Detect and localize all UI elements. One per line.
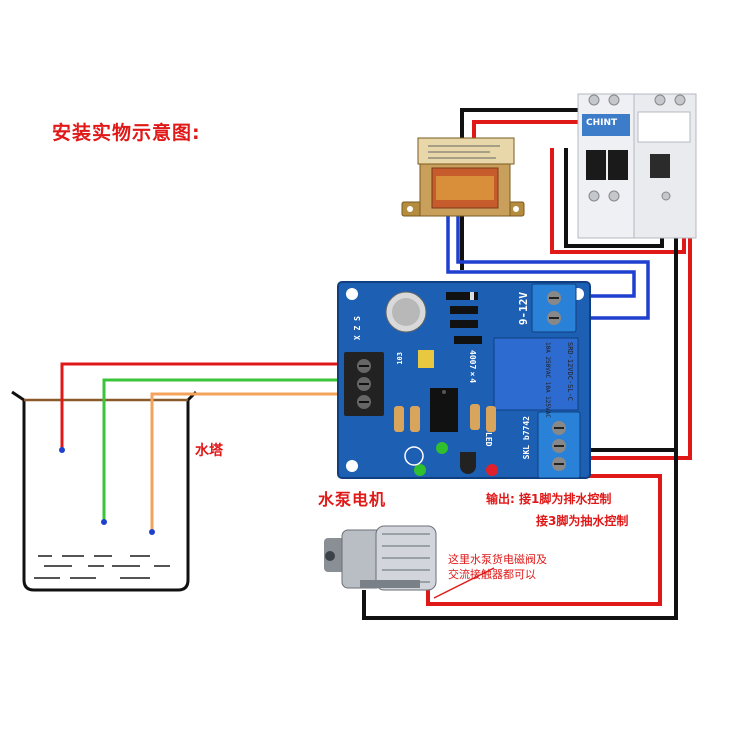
pump-wire-red [426, 474, 662, 606]
resistor-label: 103 [396, 352, 404, 365]
diode [446, 292, 478, 300]
transistor [460, 452, 476, 474]
diode [454, 336, 482, 344]
ic-chip [430, 388, 458, 432]
relay-model-label: SRD-12VDC-SL-C [566, 342, 574, 402]
diode-label: 4007×4 [468, 350, 477, 384]
water-tank-icon [11, 390, 198, 592]
transformer-wire-blue-2 [456, 205, 650, 320]
breaker-brand: CHINT [586, 118, 618, 128]
diagram-title: 安装实物示意图: [52, 122, 201, 144]
red-led [486, 464, 498, 476]
resistor [470, 404, 480, 430]
load-note-line2: 交流接触器都可以 [448, 568, 536, 581]
probe-wire-green [101, 378, 356, 525]
green-led [436, 442, 448, 454]
breaker-wire-red-output [580, 205, 692, 460]
probe-wire-orange [149, 392, 356, 535]
control-board [337, 281, 591, 479]
water-tower-label: 水塔 [195, 443, 223, 459]
resistor [410, 406, 420, 432]
circuit-breaker-icon [577, 93, 697, 239]
led-label: LED [484, 432, 493, 447]
power-terminal [531, 283, 577, 333]
output-note-line2: 接3脚为抽水控制 [536, 514, 629, 528]
pump-motor-label: 水泵电机 [318, 490, 387, 509]
relay [493, 337, 579, 411]
voltage-label: 9-12V [517, 292, 530, 326]
load-note-line1: 这里水泵货电磁阀及 [448, 553, 547, 566]
output-note-line1: 输出: 接1脚为排水控制 [486, 492, 612, 506]
transformer-wire-blue-1 [446, 205, 636, 298]
relay-rating-label: 10A 250VAC 10A 125VAC [544, 342, 551, 418]
load-note: 这里水泵货电磁阀及 交流接触器都可以 [448, 552, 547, 582]
diode [450, 306, 478, 314]
board-model-label: SKL b7742 [522, 416, 531, 460]
resistor [394, 406, 404, 432]
pump-motor-icon [324, 525, 437, 591]
probe-wire-red [59, 362, 356, 453]
diode [450, 320, 478, 328]
transformer-icon [401, 137, 525, 217]
probe-label: X Z S [353, 316, 362, 341]
green-led [414, 464, 426, 476]
pump-wire-black [362, 450, 678, 620]
mains-wire-black-top [460, 108, 580, 270]
trimmer [418, 350, 434, 368]
resistor [486, 406, 496, 432]
